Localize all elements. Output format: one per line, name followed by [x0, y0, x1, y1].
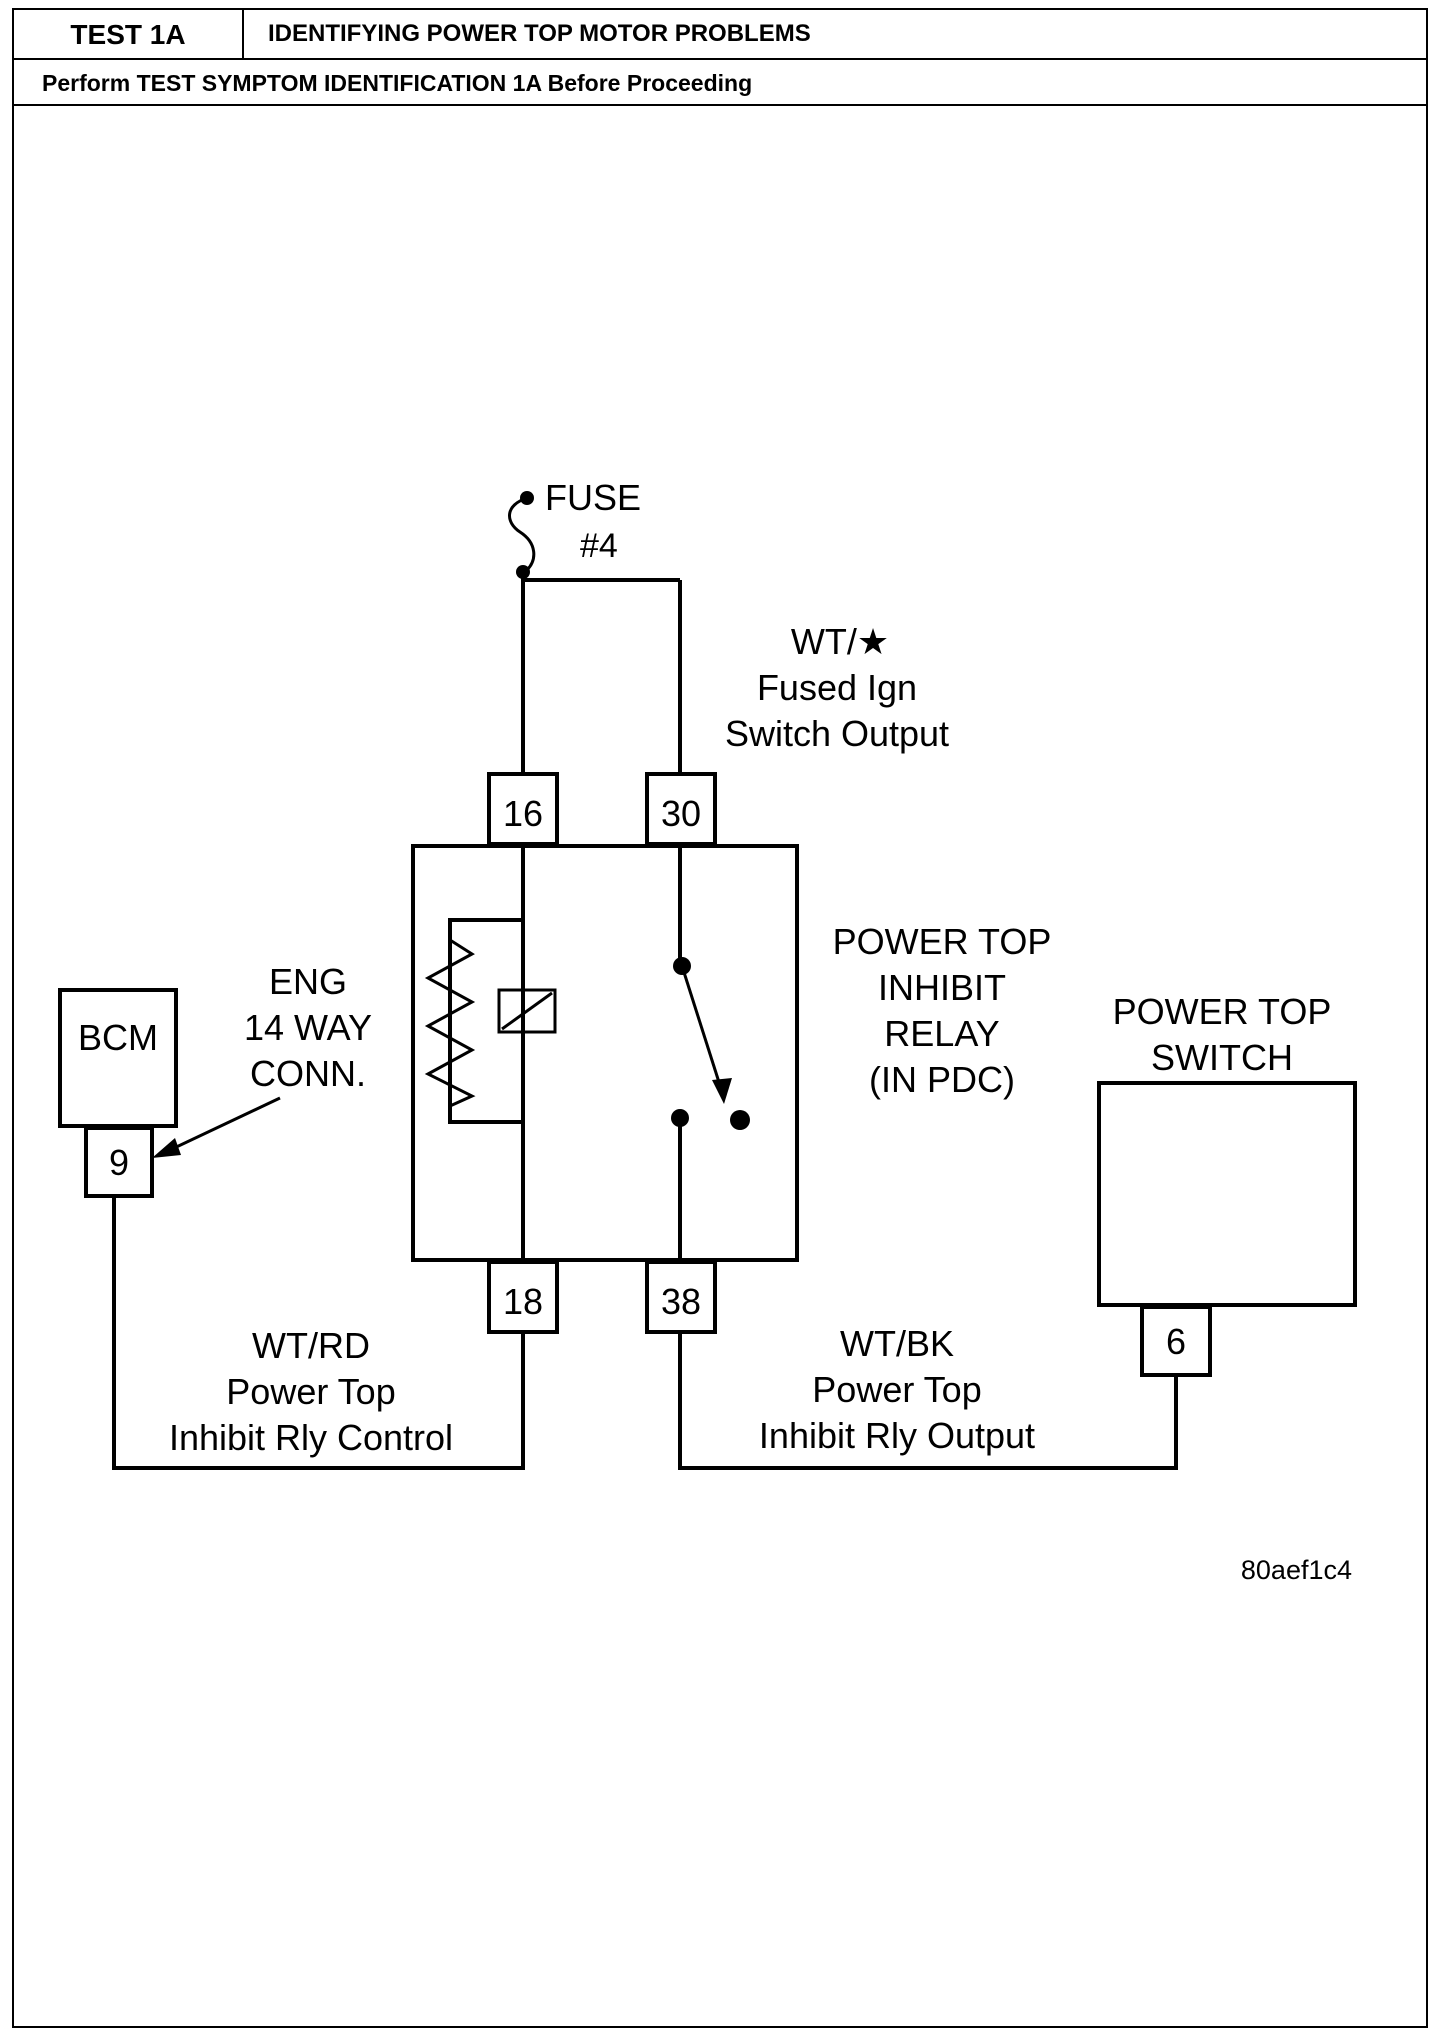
switch-label-2: SWITCH	[1151, 1037, 1293, 1078]
fuse-label: FUSE	[545, 477, 641, 518]
pin-38-label: 38	[661, 1281, 701, 1322]
coil-loop	[448, 918, 523, 1124]
fuse-terminal-top	[520, 491, 534, 505]
figure-code: 80aef1c4	[1241, 1555, 1352, 1585]
header-row: TEST 1A IDENTIFYING POWER TOP MOTOR PROB…	[14, 10, 1426, 60]
pin-18-label: 18	[503, 1281, 543, 1322]
resistor-zigzag	[424, 938, 476, 1108]
pin-16-label: 16	[503, 793, 543, 834]
switch-arm	[680, 965, 726, 1099]
connector-pointer	[169, 1096, 281, 1152]
coil-symbol	[497, 988, 557, 1034]
switch-contact-right	[730, 1110, 750, 1130]
connector-label-2: 14 WAY	[244, 1007, 372, 1048]
pin-9-label: 9	[109, 1142, 129, 1183]
wire-top-code: WT/★	[791, 621, 889, 662]
instruction-note: Perform TEST SYMPTOM IDENTIFICATION 1A B…	[42, 70, 753, 96]
switch-contact-lower	[671, 1109, 689, 1127]
pin-30-label: 30	[661, 793, 701, 834]
switch-label-1: POWER TOP	[1113, 991, 1332, 1032]
page-title: IDENTIFYING POWER TOP MOTOR PROBLEMS	[268, 20, 811, 47]
switch-contact-upper	[673, 957, 691, 975]
connector-label-1: ENG	[269, 961, 347, 1002]
bcm-label: BCM	[78, 1017, 158, 1058]
fuse-symbol	[508, 496, 536, 572]
fuse-terminal-bottom	[516, 565, 530, 579]
power-top-switch-box	[1097, 1081, 1357, 1307]
instruction-row: Perform TEST SYMPTOM IDENTIFICATION 1A B…	[14, 60, 1426, 106]
connector-arrowhead	[152, 1138, 181, 1158]
pin-9-box	[84, 1126, 154, 1198]
wire-right-desc-2: Inhibit Rly Output	[759, 1415, 1035, 1456]
wire-right-code: WT/BK	[840, 1323, 954, 1364]
connector-label-3: CONN.	[250, 1053, 366, 1094]
bcm-box	[58, 988, 178, 1128]
wire-wt-rd	[112, 1196, 525, 1470]
pin-16-box	[487, 772, 559, 846]
relay-label-3: RELAY	[884, 1013, 999, 1054]
relay-label-4: (IN PDC)	[869, 1059, 1015, 1100]
wire-left-desc-1: Power Top	[226, 1371, 395, 1412]
fuse-number: #4	[580, 527, 618, 565]
wire-wt-bk	[678, 1332, 1178, 1470]
page-frame: TEST 1A IDENTIFYING POWER TOP MOTOR PROB…	[12, 8, 1428, 2028]
wire-left-desc-2: Inhibit Rly Control	[169, 1417, 453, 1458]
relay-label-1: POWER TOP	[833, 921, 1052, 962]
relay-label-2: INHIBIT	[878, 967, 1006, 1008]
test-label: TEST 1A	[14, 10, 244, 58]
pin-6-label: 6	[1166, 1321, 1186, 1362]
wire-top-desc-2: Switch Output	[725, 713, 949, 754]
wire-left-code: WT/RD	[252, 1325, 370, 1366]
pin-30-box	[645, 772, 717, 846]
wire-top-desc-1: Fused Ign	[757, 667, 917, 708]
relay-box	[411, 844, 799, 1262]
wire-right-desc-1: Power Top	[812, 1369, 981, 1410]
switch-arrowhead	[712, 1078, 732, 1104]
